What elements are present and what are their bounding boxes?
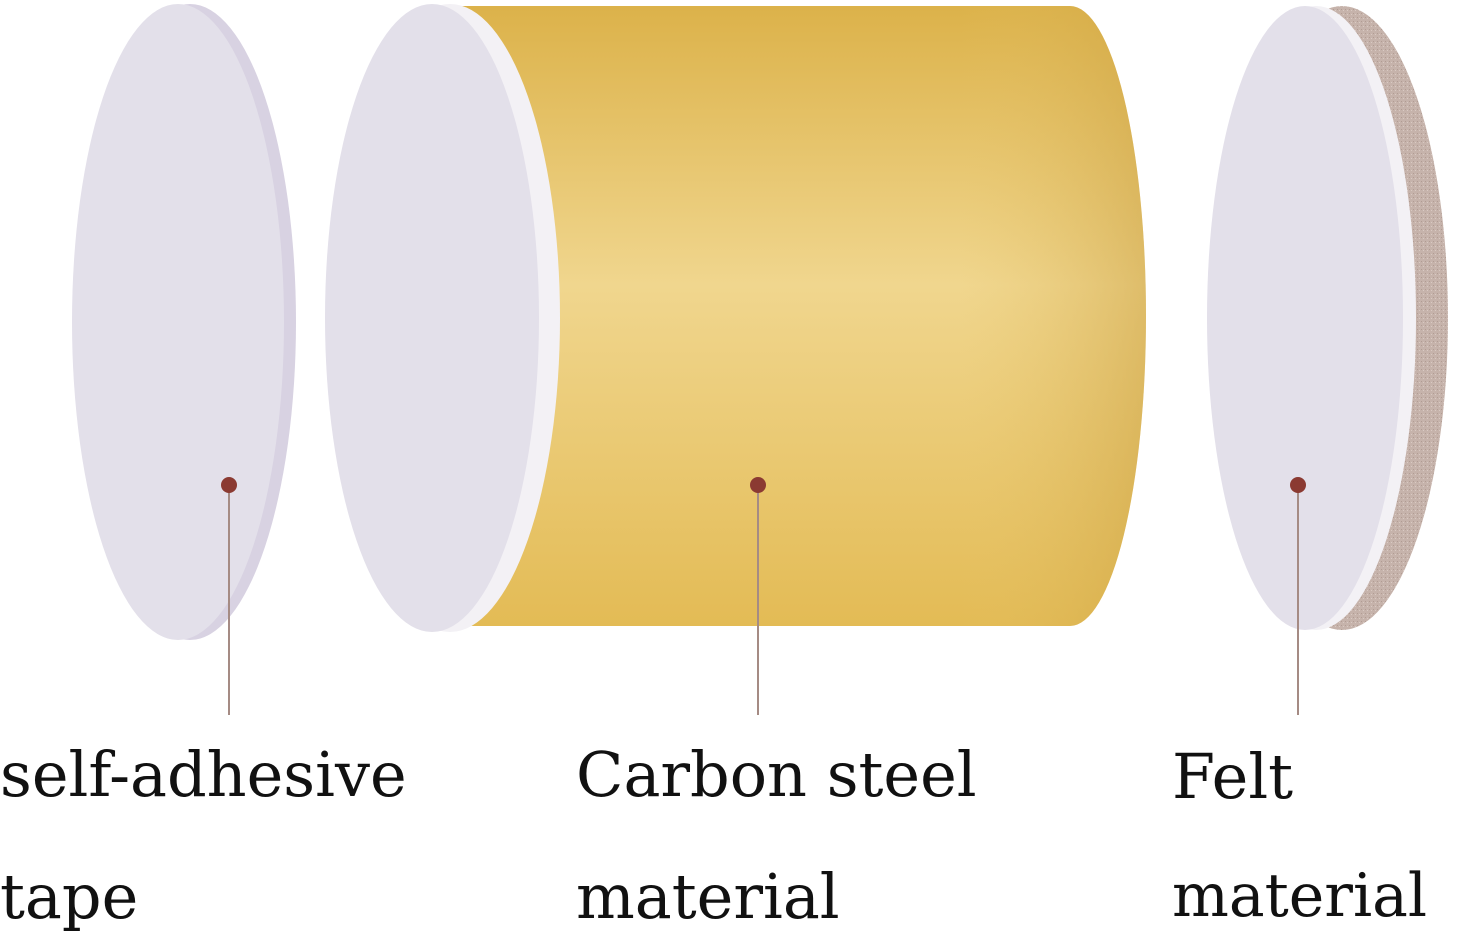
felt-disc-face bbox=[1207, 6, 1403, 630]
leader-adhesive bbox=[221, 477, 237, 715]
steel-label-line1: Carbon steel bbox=[576, 738, 977, 811]
marker-dot bbox=[221, 477, 237, 493]
carbon-steel-cylinder bbox=[325, 4, 1146, 632]
marker-dot bbox=[750, 477, 766, 493]
adhesive-tape-disc bbox=[72, 4, 296, 640]
cylinder-end-face bbox=[325, 4, 539, 632]
adhesive-disc-face bbox=[72, 4, 284, 640]
adhesive-label-line2: tape bbox=[0, 860, 139, 933]
marker-dot bbox=[1290, 477, 1306, 493]
steel-label-line2: material bbox=[576, 860, 840, 933]
adhesive-label-line1: self-adhesive bbox=[0, 738, 407, 811]
felt-label-line1: Felt bbox=[1172, 740, 1294, 813]
leader-steel bbox=[750, 477, 766, 715]
felt-label-line2: material bbox=[1172, 861, 1428, 931]
felt-disc bbox=[1207, 6, 1448, 630]
leader-felt bbox=[1290, 477, 1306, 715]
cylinder-body-shade bbox=[960, 6, 1146, 626]
